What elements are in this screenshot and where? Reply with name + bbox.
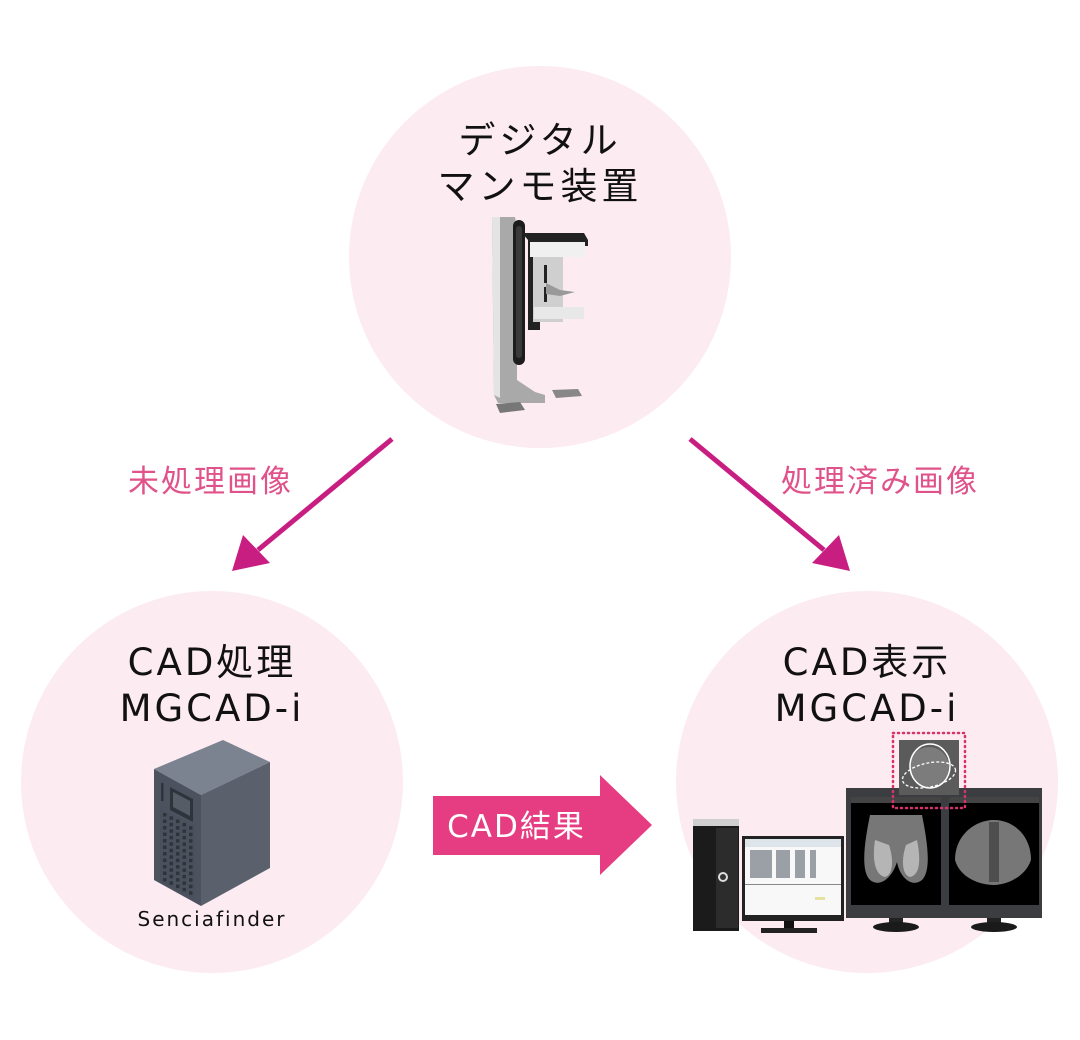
vent-hole [163, 858, 167, 862]
vent-hole [182, 822, 186, 827]
vent-hole [182, 848, 186, 853]
server-tower-icon [154, 740, 270, 906]
cad-display-title-line2: MGCAD-i [774, 687, 960, 730]
vent-hole [176, 858, 180, 863]
processed-image-label: 処理済み画像 [781, 464, 979, 500]
vent-hole [189, 845, 193, 850]
vent-hole [169, 868, 173, 872]
vent-hole [169, 874, 173, 879]
vent-hole [169, 861, 173, 866]
vent-hole [163, 878, 167, 882]
arrow-to-display-head [812, 535, 850, 571]
vent-hole [176, 839, 180, 843]
vent-hole [169, 881, 173, 885]
cad-processing-title-line1: CAD処理 [127, 641, 297, 684]
vent-hole [169, 855, 173, 859]
vent-hole [163, 826, 167, 830]
vent-hole [189, 852, 193, 856]
vent-hole [163, 839, 167, 843]
vent-hole [189, 858, 193, 863]
vent-hole [169, 842, 173, 846]
cad-display-title-line1: CAD表示 [782, 641, 952, 684]
server-caption: Senciafinder [137, 907, 287, 931]
vent-hole [163, 845, 167, 849]
vent-hole [182, 881, 186, 885]
vent-hole [163, 852, 167, 856]
vent-hole [189, 865, 193, 869]
cad-marker-solid [909, 743, 951, 789]
vent-hole [169, 822, 173, 827]
vent-hole [176, 852, 180, 856]
arrow-to-processing [232, 437, 394, 571]
vent-hole [163, 832, 167, 836]
vent-hole [169, 816, 173, 820]
list-monitor [742, 836, 844, 933]
pc-tower [693, 819, 739, 931]
cad-processing-title-line2: MGCAD-i [119, 687, 305, 730]
vent-hole [176, 871, 180, 876]
vent-hole [182, 868, 186, 872]
vent-hole [163, 865, 167, 869]
vent-hole [176, 878, 180, 882]
mammo-monitor-right [944, 788, 1042, 932]
vent-hole [176, 845, 180, 850]
vent-hole [189, 891, 193, 895]
mammography-title-line2: マンモ装置 [437, 165, 643, 208]
arrow-to-display [688, 437, 850, 571]
workstation-monitors-icon [693, 731, 1042, 933]
vent-hole [182, 829, 186, 833]
vent-hole [176, 865, 180, 869]
vent-hole [176, 826, 180, 830]
vent-hole [176, 884, 180, 889]
cad-zoom-inset [891, 731, 967, 810]
vent-hole [182, 855, 186, 859]
cad-processing-title: CAD処理 MGCAD-i [62, 640, 362, 732]
vent-hole [189, 832, 193, 837]
vent-hole [169, 835, 173, 840]
vent-hole [189, 878, 193, 882]
vent-hole [182, 887, 186, 892]
vent-hole [163, 813, 167, 817]
vent-hole [182, 842, 186, 846]
unprocessed-image-label: 未処理画像 [128, 464, 293, 500]
vent-hole [163, 819, 167, 823]
mammo-monitor-left [846, 788, 944, 932]
mammography-title: デジタル マンモ装置 [390, 118, 690, 210]
vent-hole [189, 884, 193, 889]
vent-hole [189, 826, 193, 830]
cad-marker-dashed [901, 761, 957, 789]
mammography-machine-icon [492, 217, 588, 413]
vent-hole [182, 874, 186, 879]
cad-result-label: CAD結果 [447, 809, 586, 845]
inset-dotted-frame [891, 731, 967, 810]
vent-hole [176, 819, 180, 824]
mammography-title-line1: デジタル [458, 119, 622, 162]
vent-hole [189, 871, 193, 876]
vent-hole [189, 839, 193, 843]
vent-hole [169, 829, 173, 833]
cad-result-arrow [433, 775, 652, 875]
vent-hole [169, 848, 173, 853]
vent-hole [182, 835, 186, 840]
arrow-to-display-line [688, 437, 826, 552]
vent-hole [163, 871, 167, 875]
arrow-to-processing-head [232, 535, 270, 571]
vent-hole [182, 861, 186, 866]
cad-display-title: CAD表示 MGCAD-i [717, 640, 1017, 732]
arrow-to-processing-line [256, 437, 394, 552]
vent-hole [176, 832, 180, 837]
